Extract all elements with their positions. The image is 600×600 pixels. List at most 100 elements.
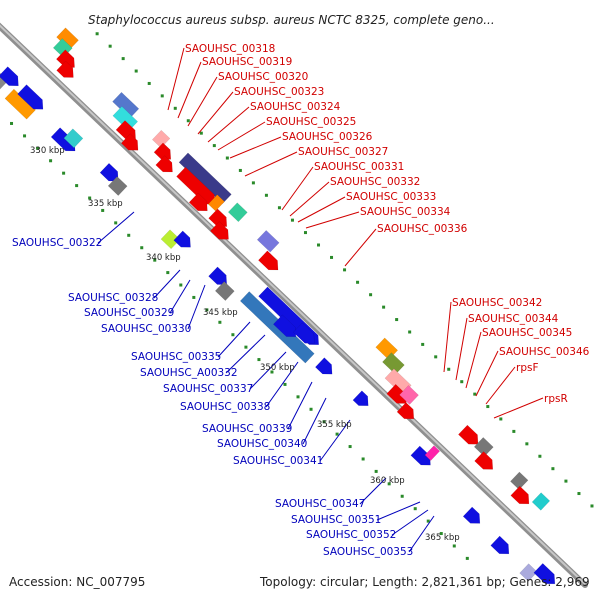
tick-dot <box>238 168 242 172</box>
gene-label[interactable]: SAOUHSC_00351 <box>291 514 381 526</box>
gene-label[interactable]: SAOUHSC_00344 <box>468 313 559 325</box>
gene-block[interactable] <box>490 535 510 555</box>
gene-block[interactable] <box>155 155 173 173</box>
gene-label[interactable]: SAOUHSC_00320 <box>218 71 308 83</box>
tick-dot <box>348 445 352 449</box>
gene-label[interactable]: SAOUHSC_00345 <box>482 327 572 339</box>
tick-label: 365 kbp <box>425 533 460 543</box>
genome-backbone-highlight <box>0 24 586 585</box>
gene-label[interactable]: SAOUHSC_00331 <box>314 161 404 173</box>
leader-line <box>359 477 387 505</box>
gene-block[interactable] <box>315 357 333 375</box>
gene-block[interactable] <box>63 128 84 149</box>
tick-dot <box>283 382 287 386</box>
gene-label[interactable]: SAOUHSC_00347 <box>275 498 365 510</box>
tick-dot <box>486 405 490 409</box>
gene-block[interactable] <box>424 445 441 461</box>
backbone-dots <box>10 32 594 560</box>
gene-label[interactable]: SAOUHSC_00340 <box>217 438 307 450</box>
gene-block[interactable] <box>396 402 415 420</box>
gene-label[interactable]: SAOUHSC_00319 <box>202 56 292 68</box>
gene-block[interactable] <box>256 229 280 253</box>
gene-label[interactable]: SAOUHSC_00324 <box>250 101 341 113</box>
tick-dot <box>212 144 216 148</box>
gene-label[interactable]: SAOUHSC_00335 <box>131 351 221 363</box>
tick-dot <box>343 268 347 272</box>
gene-block[interactable] <box>227 202 248 223</box>
gene-label[interactable]: SAOUHSC_00346 <box>499 346 590 358</box>
accession-text: Accession: NC_007795 <box>9 575 145 589</box>
gene-label[interactable]: SAOUHSC_00326 <box>282 131 373 143</box>
tick-dot <box>303 231 307 235</box>
tick-dot <box>564 479 568 483</box>
leader-line <box>391 509 429 536</box>
tick-dot <box>121 57 125 61</box>
leader-line <box>475 350 499 397</box>
gene-label[interactable]: rpsR <box>544 393 568 405</box>
gene-block[interactable] <box>160 229 181 250</box>
gene-features <box>0 27 556 585</box>
gene-block[interactable] <box>399 385 419 405</box>
gene-label[interactable]: SAOUHSC_00322 <box>12 237 102 249</box>
leader-line <box>249 351 287 390</box>
tick-dot <box>264 193 268 197</box>
tick-label: 345 kbp <box>203 308 238 318</box>
gene-label[interactable]: SAOUHSC_00332 <box>330 176 420 188</box>
gene-block[interactable] <box>258 250 279 271</box>
gene-block[interactable] <box>531 492 551 511</box>
tick-dot <box>374 469 378 473</box>
gene-label[interactable]: SAOUHSC_00338 <box>180 401 270 413</box>
gene-label[interactable]: SAOUHSC_00353 <box>323 546 413 558</box>
gene-label[interactable]: SAOUHSC_00339 <box>202 423 292 435</box>
tick-dot <box>88 196 92 200</box>
gene-block[interactable] <box>120 133 139 151</box>
gene-block[interactable] <box>173 230 191 248</box>
tick-dot <box>447 367 451 371</box>
tick-dot <box>173 106 177 110</box>
gene-label[interactable]: SAOUHSC_00337 <box>163 383 253 395</box>
tick-dot <box>10 121 14 125</box>
gene-label[interactable]: SAOUHSC_00341 <box>233 455 323 467</box>
gene-block[interactable] <box>462 506 481 524</box>
gene-label[interactable]: SAOUHSC_00327 <box>298 146 388 158</box>
tick-dot <box>434 355 438 359</box>
gene-block[interactable] <box>0 66 19 87</box>
gene-block[interactable] <box>352 390 369 407</box>
gene-block[interactable] <box>474 451 494 470</box>
gene-label[interactable]: SAOUHSC_00323 <box>234 86 324 98</box>
gene-label[interactable]: SAOUHSC_A00332 <box>140 367 238 379</box>
gene-block[interactable] <box>56 60 74 78</box>
gene-label[interactable]: SAOUHSC_00342 <box>452 297 542 309</box>
gene-block[interactable] <box>188 192 208 212</box>
gene-label[interactable]: SAOUHSC_00333 <box>346 191 436 203</box>
gene-block[interactable] <box>272 314 297 338</box>
gene-label[interactable]: SAOUHSC_00352 <box>306 529 396 541</box>
gene-block[interactable] <box>17 84 44 110</box>
tick-dot <box>36 146 40 150</box>
gene-block[interactable] <box>533 562 556 585</box>
gene-block[interactable] <box>214 281 235 301</box>
leader-line <box>153 269 181 299</box>
gene-label[interactable]: SAOUHSC_00318 <box>185 43 275 55</box>
gene-label[interactable]: rpsF <box>516 362 539 374</box>
gene-label[interactable]: SAOUHSC_00325 <box>266 116 356 128</box>
gene-block[interactable] <box>458 424 479 445</box>
gene-label[interactable]: SAOUHSC_00334 <box>360 206 451 218</box>
tick-dot <box>251 181 255 185</box>
gene-label[interactable]: SAOUHSC_00336 <box>377 223 468 235</box>
gene-label[interactable]: SAOUHSC_00329 <box>84 307 174 319</box>
tick-dot <box>421 342 425 346</box>
gene-block[interactable] <box>510 485 530 505</box>
gene-label[interactable]: SAOUHSC_00328 <box>68 292 158 304</box>
tick-dot <box>134 69 138 73</box>
topology-text: Topology: circular; Length: 2,821,361 bp… <box>259 575 590 589</box>
gene-block[interactable] <box>519 563 538 582</box>
gene-block[interactable] <box>153 142 172 160</box>
tick-dot <box>95 32 99 36</box>
tick-dot <box>322 420 326 424</box>
gene-block[interactable] <box>292 322 315 344</box>
tick-dot <box>231 333 235 337</box>
gene-block[interactable] <box>107 176 128 196</box>
gene-block[interactable] <box>209 221 229 240</box>
gene-label[interactable]: SAOUHSC_00330 <box>101 323 191 335</box>
